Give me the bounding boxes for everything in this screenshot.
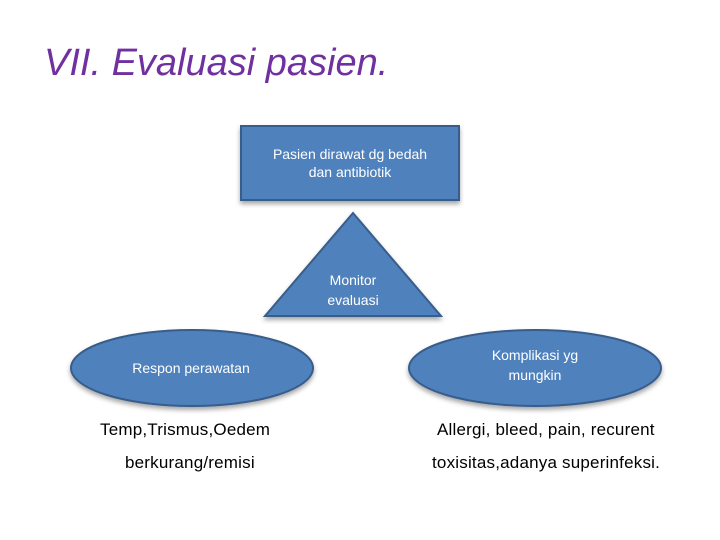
right-ellipse-line-2: mungkin: [508, 367, 562, 383]
right-text-line-1: Allergi, bleed, pain, recurent: [437, 420, 655, 439]
top-box-shape: [240, 125, 460, 201]
right-ellipse-line-1: Komplikasi yg: [491, 347, 579, 363]
slide-title: VII. Evaluasi pasien.: [44, 42, 389, 84]
left-text-line-1: Temp,Trismus,Oedem: [100, 420, 271, 439]
right-ellipse-shape: [408, 329, 662, 407]
top-box-label: Pasien dirawat dg bedah dan antibiotik: [241, 126, 459, 200]
left-ellipse-label: Respon perawatan: [132, 360, 250, 376]
top-box-line-2: dan antibiotik: [308, 164, 392, 180]
top-box-line-1: Pasien dirawat dg bedah: [272, 146, 428, 162]
left-ellipse-shape: [70, 329, 314, 407]
triangle-shape: [262, 211, 444, 317]
triangle-line-1: Monitor: [329, 272, 377, 288]
right-ellipse-label: Komplikasi yg mungkin: [410, 345, 660, 389]
triangle-line-2: evaluasi: [327, 292, 379, 308]
triangle-label: Monitor evaluasi: [306, 270, 400, 310]
left-text-line-2: berkurang/remisi: [125, 453, 255, 472]
right-text-line-2: toxisitas,adanya superinfeksi.: [432, 453, 661, 472]
